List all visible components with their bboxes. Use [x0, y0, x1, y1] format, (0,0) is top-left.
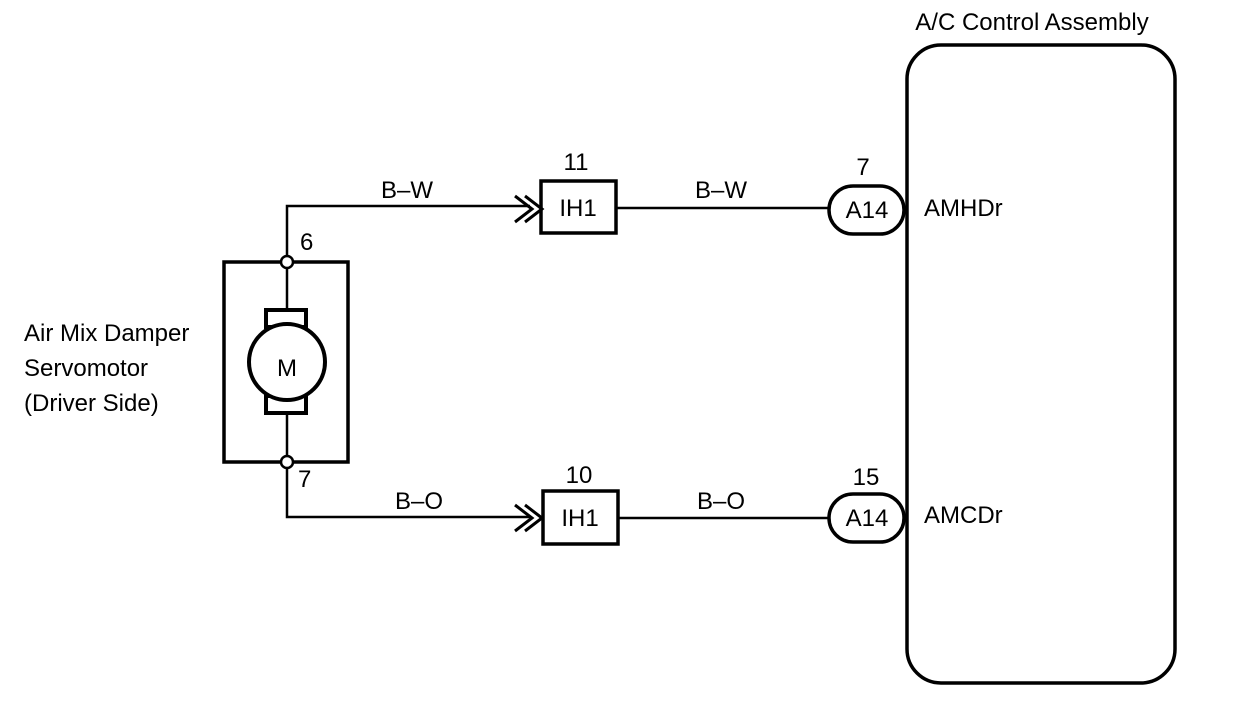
- junction-connector-label-1: IH1: [559, 195, 596, 222]
- junction-connector-label-2: IH1: [561, 505, 598, 532]
- motor-pin-node-2: [279, 454, 295, 470]
- ecu-title: A/C Control Assembly: [915, 9, 1148, 36]
- connector-arrow-1b: [524, 194, 545, 224]
- motor-pin-node-1: [279, 254, 295, 270]
- junction-pin-2: 10: [566, 462, 593, 489]
- ecu-signal-1: AMHDr: [924, 195, 1003, 222]
- motor-symbol: M: [277, 355, 297, 382]
- motor-label-line-3: (Driver Side): [24, 390, 159, 417]
- motor-pin-number-2: 7: [298, 466, 311, 493]
- junction-pin-1: 11: [564, 149, 589, 176]
- wire-bw-left: [285, 204, 530, 257]
- wire-color-label-2-left: B–O: [395, 488, 443, 515]
- motor-pin-number-1: 6: [300, 229, 313, 256]
- ecu-connector-1: [827, 184, 906, 236]
- motor-label-line-2: Servomotor: [24, 355, 148, 382]
- wire-bo-left: [285, 467, 530, 519]
- ecu-connector-label-2: A14: [846, 505, 889, 532]
- connector-arrow-2b: [524, 503, 545, 533]
- ecu-pin-number-1: 7: [856, 154, 869, 181]
- motor-label-line-1: Air Mix Damper: [24, 320, 189, 347]
- ecu-connector-label-1: A14: [846, 197, 889, 224]
- connector-arrow-2a: [514, 503, 535, 533]
- ecu-signal-2: AMCDr: [924, 502, 1003, 529]
- wire-color-label-2-right: B–O: [697, 488, 745, 515]
- motor-icon: [247, 322, 327, 402]
- ecu-box: [905, 43, 1177, 685]
- ecu-pin-number-2: 15: [853, 464, 880, 491]
- connector-arrow-1a: [514, 194, 535, 224]
- wire-color-label-1-left: B–W: [381, 177, 433, 204]
- wire-color-label-1-right: B–W: [695, 177, 747, 204]
